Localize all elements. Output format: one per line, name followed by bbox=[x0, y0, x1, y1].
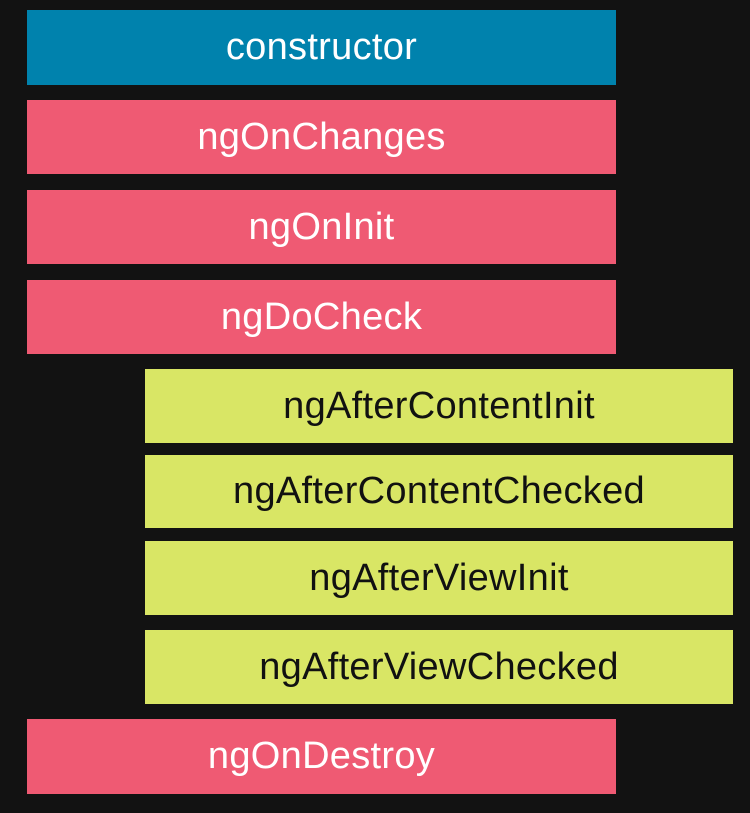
hook-ngaftercontentinit: ngAfterContentInit bbox=[145, 369, 733, 443]
hook-label: ngDoCheck bbox=[220, 295, 423, 338]
hook-ngonchanges: ngOnChanges bbox=[27, 100, 616, 174]
hook-ngondestroy: ngOnDestroy bbox=[27, 719, 616, 794]
hook-ngafterviewinit: ngAfterViewInit bbox=[145, 541, 733, 615]
hook-label: ngAfterViewChecked bbox=[259, 645, 619, 688]
hook-ngaftercontentchecked: ngAfterContentChecked bbox=[145, 455, 733, 528]
hook-label: constructor bbox=[225, 26, 418, 68]
hook-ngdocheck: ngDoCheck bbox=[27, 280, 616, 354]
hook-label: ngAfterViewInit bbox=[309, 556, 569, 599]
hook-label: ngOnDestroy bbox=[207, 735, 436, 777]
hook-label: ngOnInit bbox=[248, 205, 395, 248]
hook-label: ngAfterContentChecked bbox=[233, 470, 645, 512]
hook-label: ngAfterContentInit bbox=[283, 384, 595, 427]
hook-ngafterviewchecked: ngAfterViewChecked bbox=[145, 630, 733, 704]
hook-ngoninit: ngOnInit bbox=[27, 190, 616, 264]
hook-label: ngOnChanges bbox=[197, 115, 446, 158]
hook-constructor: constructor bbox=[27, 10, 616, 85]
